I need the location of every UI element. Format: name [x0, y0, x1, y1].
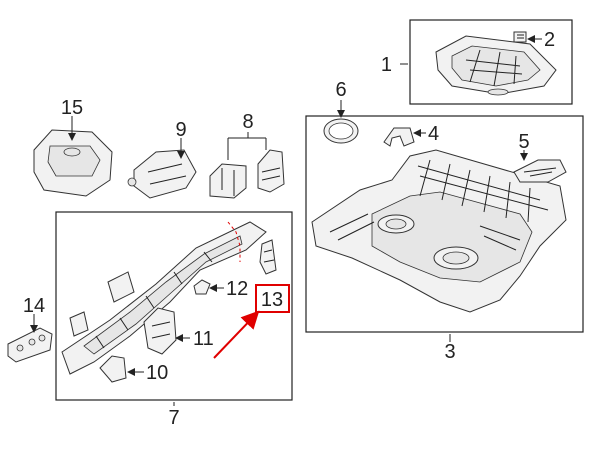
rear-floor-pan-part	[311, 149, 567, 313]
clip-part	[513, 31, 527, 43]
callout-11: 11	[193, 328, 214, 350]
group-3-box: 3	[305, 115, 584, 363]
group-1-frame	[409, 19, 573, 105]
callout-14: 14	[23, 295, 45, 317]
callout-2: 2	[544, 29, 555, 51]
highlight-arrow	[213, 310, 260, 359]
bracket-part-13	[259, 239, 277, 275]
bracket-part-5: 5	[513, 131, 567, 183]
bracket-part-10: 10	[99, 355, 168, 384]
callout-15: 15	[61, 97, 83, 119]
callout-7: 7	[168, 407, 179, 429]
grommet-ring-part: 6	[323, 79, 359, 144]
group-3-frame	[305, 115, 584, 333]
callout-3: 3	[444, 341, 455, 363]
spare-tire-tray-part	[435, 35, 557, 96]
bracket-part-11: 11	[143, 307, 214, 355]
highlight-13: 13	[213, 284, 290, 359]
group-1-box: 2 1	[381, 19, 573, 105]
plate-part-14: 14	[7, 295, 53, 363]
group-8: 8	[209, 111, 285, 199]
callout-13: 13	[261, 289, 283, 311]
callout-10: 10	[146, 362, 168, 384]
callout-6: 6	[335, 79, 346, 101]
callout-8: 8	[242, 111, 253, 133]
callout-1: 1	[381, 54, 392, 76]
housing-part-15: 15	[33, 97, 113, 197]
reinforcement-part-8a	[209, 163, 247, 199]
callout-12: 12	[226, 278, 248, 300]
rear-side-member-part	[61, 221, 267, 375]
callout-9: 9	[175, 119, 186, 141]
clip-part-12: 12	[193, 278, 248, 300]
group-7-box: 12 11 10 7	[55, 211, 293, 429]
cut-line	[227, 221, 241, 262]
bracket-part-9: 9	[127, 119, 197, 199]
group-7-frame	[55, 211, 293, 401]
callout-4: 4	[428, 123, 439, 145]
bracket-part-4: 4	[383, 123, 439, 147]
highlight-box	[255, 284, 290, 313]
reinforcement-part-8b	[257, 149, 285, 193]
callout-5: 5	[518, 131, 529, 153]
